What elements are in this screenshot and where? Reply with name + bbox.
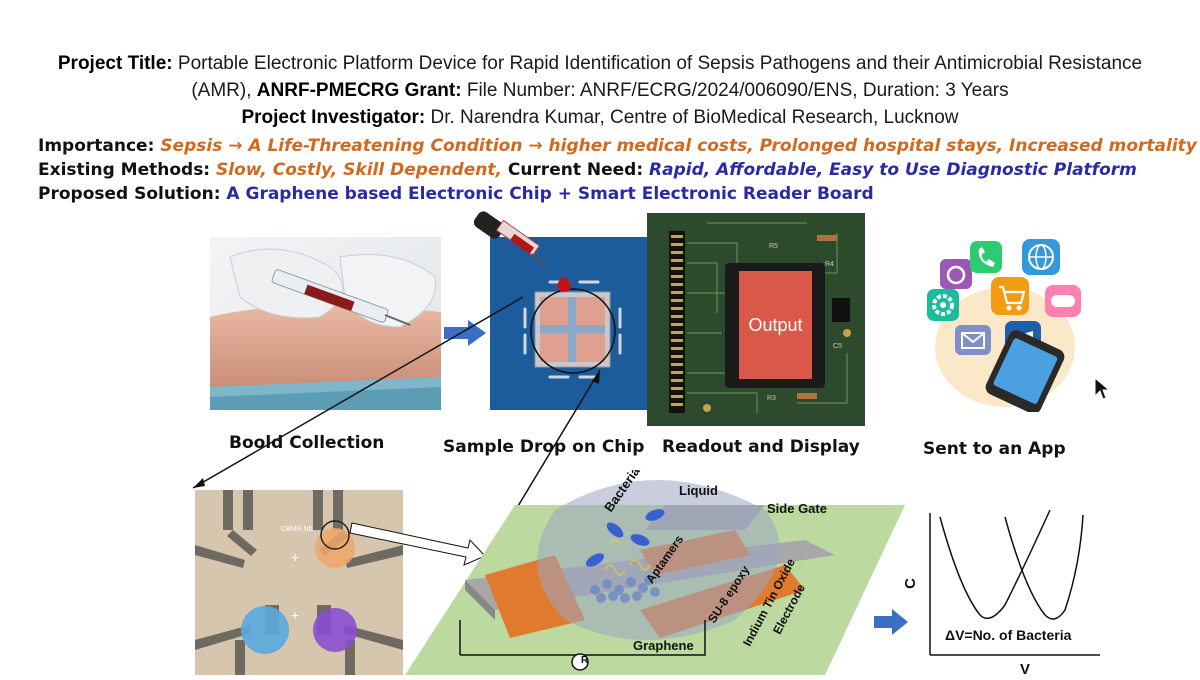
current-text: Rapid, Affordable, Easy to Use Diagnosti…: [649, 160, 1137, 180]
existing-text: Slow, Costly, Skill Dependent,: [216, 160, 502, 180]
proposed-line: Proposed Solution: A Graphene based Elec…: [38, 184, 874, 204]
project-title-line: Project Title: Portable Electronic Platf…: [0, 53, 1200, 75]
proposed-label: Proposed Solution:: [38, 184, 221, 204]
investigator-label: Project Investigator:: [241, 107, 426, 128]
camera-icon: [940, 259, 972, 289]
cv-curve-2: [1004, 514, 1084, 620]
cv-graph: C ΔV=No. of Bacteria V: [901, 505, 1105, 678]
output-label: Output: [748, 314, 803, 335]
caption-sample: Sample Drop on Chip: [443, 437, 645, 457]
proposed-text: A Graphene based Electronic Chip + Smart…: [226, 184, 874, 204]
gear-icon: [927, 289, 959, 321]
grant-label: ANRF-PMECRG Grant:: [256, 80, 462, 101]
chip-layout-zoom: + + CBMR,Nb: [195, 490, 403, 675]
globe-icon: [1022, 239, 1060, 275]
current-label: Current Need:: [507, 160, 644, 180]
caption-blood: Boold Collection: [229, 433, 385, 453]
cv-curve-1: [939, 509, 1051, 620]
silk-r3: R3: [767, 395, 776, 402]
svg-text:+: +: [291, 549, 299, 565]
blood-collection-photo: [210, 237, 441, 410]
project-title-text: Portable Electronic Platform Device for …: [177, 53, 1143, 74]
chip-label: CBMR,Nb: [281, 526, 313, 533]
label-resistor: R: [581, 655, 589, 666]
graph-xlabel: V: [1020, 661, 1031, 678]
caption-app: Sent to an App: [923, 439, 1066, 459]
project-title-label: Project Title:: [57, 53, 173, 74]
label-liquid: Liquid: [679, 483, 718, 498]
silk-r4: R4: [825, 261, 834, 268]
importance-label: Importance:: [38, 136, 155, 156]
grant-text: File Number: ANRF/ECRG/2024/006090/ENS, …: [466, 80, 1009, 101]
investigator-text: Dr. Narendra Kumar, Centre of BioMedical…: [430, 107, 959, 128]
importance-text: Sepsis → A Life-Threatening Condition → …: [160, 136, 1197, 156]
graph-ylabel: C: [901, 578, 919, 589]
silk-r5: R5: [769, 243, 778, 250]
gamepad-icon: [1045, 285, 1081, 317]
mail-icon: [955, 325, 991, 355]
arrow-right-icon-2: [874, 609, 908, 635]
reader-board-photo: Output R5 R4 R3 C5: [647, 213, 865, 426]
investigator-line: Project Investigator: Dr. Narendra Kumar…: [0, 107, 1200, 129]
device-schematic: Liquid Bacteria Side Gate Aptamers SU-8 …: [405, 470, 905, 675]
cursor-icon: [1094, 376, 1111, 400]
smartphone-icon: [985, 330, 1065, 412]
phone-icon: [970, 241, 1002, 273]
cart-icon: [991, 277, 1029, 315]
graph-annotation: ΔV=No. of Bacteria: [945, 627, 1072, 643]
arrow-right-icon-1: [444, 320, 486, 346]
amr-text: (AMR),: [191, 80, 252, 101]
existing-label: Existing Methods:: [38, 160, 211, 180]
svg-text:+: +: [291, 607, 299, 623]
app-icons-cluster: [927, 239, 1081, 412]
cv-graph-plot: [929, 509, 1100, 656]
silk-c5: C5: [833, 343, 842, 350]
label-graphene: Graphene: [633, 638, 694, 653]
label-side-gate: Side Gate: [767, 501, 827, 516]
caption-readout: Readout and Display: [662, 437, 860, 457]
importance-line: Importance: Sepsis → A Life-Threatening …: [38, 136, 1197, 156]
sensor-chip-photo: [490, 237, 655, 410]
dropper-icon: [473, 211, 547, 267]
grant-line: (AMR), ANRF-PMECRG Grant: File Number: A…: [0, 80, 1200, 102]
existing-line: Existing Methods: Slow, Costly, Skill De…: [38, 160, 1137, 180]
